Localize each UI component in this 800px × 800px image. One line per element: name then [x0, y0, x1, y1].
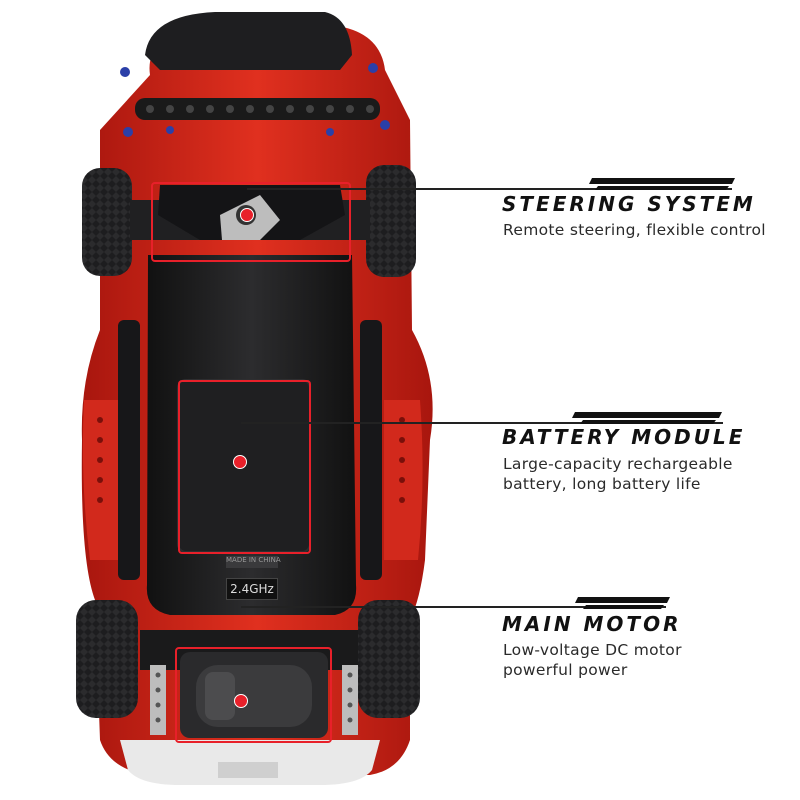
battery-module-title: BATTERY MODULE — [502, 425, 746, 449]
front-right-wheel — [366, 165, 416, 277]
rear-left-wheel — [76, 600, 138, 718]
battery-module-desc-line1: Large-capacity rechargeable — [503, 455, 733, 473]
steering-system-title: STEERING SYSTEM — [502, 192, 756, 216]
battery-leader-line — [241, 422, 723, 424]
frequency-label: 2.4GHz — [226, 578, 278, 600]
steering-system-desc: Remote steering, flexible control — [503, 221, 766, 239]
battery-module-desc-line2: battery, long battery life — [503, 475, 701, 493]
front-bumper — [145, 12, 352, 70]
battery-highlight-box — [178, 380, 311, 554]
main-motor-desc-line1: Low-voltage DC motor — [503, 641, 682, 659]
front-beam — [135, 98, 380, 120]
motor-marker-dot — [234, 694, 248, 708]
front-left-wheel — [82, 168, 132, 276]
made-in-label: MADE IN CHINA — [226, 556, 281, 564]
battery-marker-dot — [233, 455, 247, 469]
motor-leader-line — [241, 606, 666, 608]
main-motor-title: MAIN MOTOR — [502, 612, 682, 636]
steering-marker-dot — [240, 208, 254, 222]
steering-leader-line — [247, 188, 732, 190]
steering-highlight-box — [151, 182, 351, 262]
main-motor-desc-line2: powerful power — [503, 661, 628, 679]
motor-highlight-box — [175, 647, 332, 743]
rear-right-wheel — [358, 600, 420, 718]
